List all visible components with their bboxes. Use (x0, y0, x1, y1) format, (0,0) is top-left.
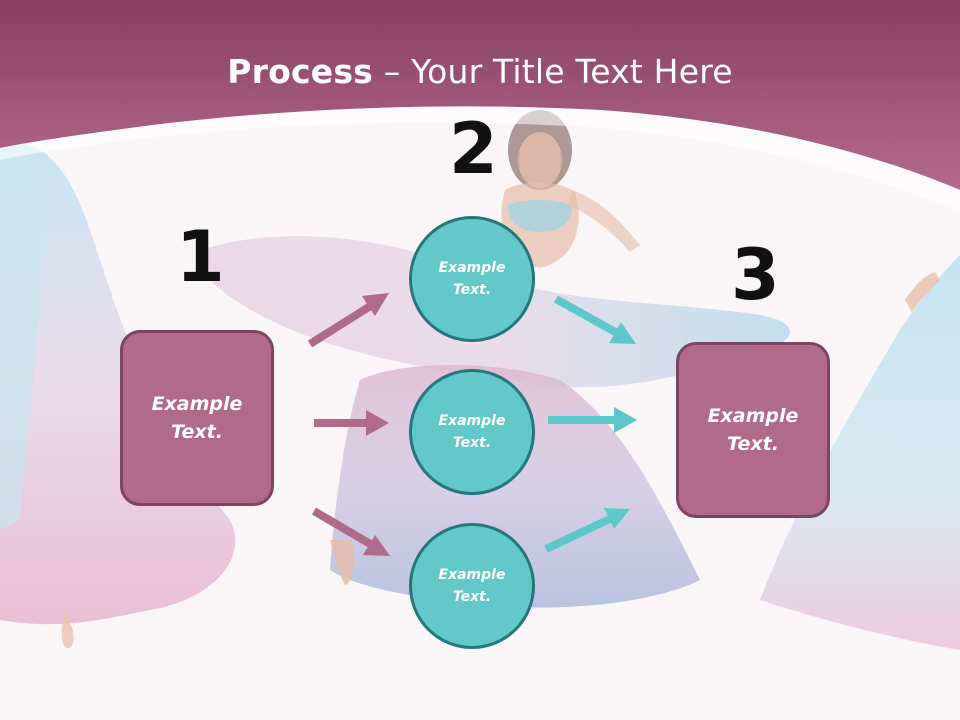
arrow-top-circle-to-right (554, 295, 636, 344)
arrow-left-to-top-circle (307, 293, 389, 348)
arrow-left-to-bottom-circle (311, 507, 390, 556)
step-number-1: 1 (176, 216, 225, 298)
right-text-box: Example Text. (676, 342, 830, 518)
arrow-left-to-middle-circle (314, 410, 389, 436)
page-title: Process – Your Title Text Here (227, 52, 733, 91)
arrow-bottom-circle-to-right (544, 508, 630, 553)
step-number-2: 2 (449, 108, 498, 190)
bottom-circle: Example Text. (409, 523, 535, 649)
step-number-3: 3 (731, 234, 780, 316)
left-text-box: Example Text. (120, 330, 274, 506)
middle-circle: Example Text. (409, 369, 535, 495)
top-circle: Example Text. (409, 216, 535, 342)
arrow-middle-circle-to-right (548, 407, 637, 433)
